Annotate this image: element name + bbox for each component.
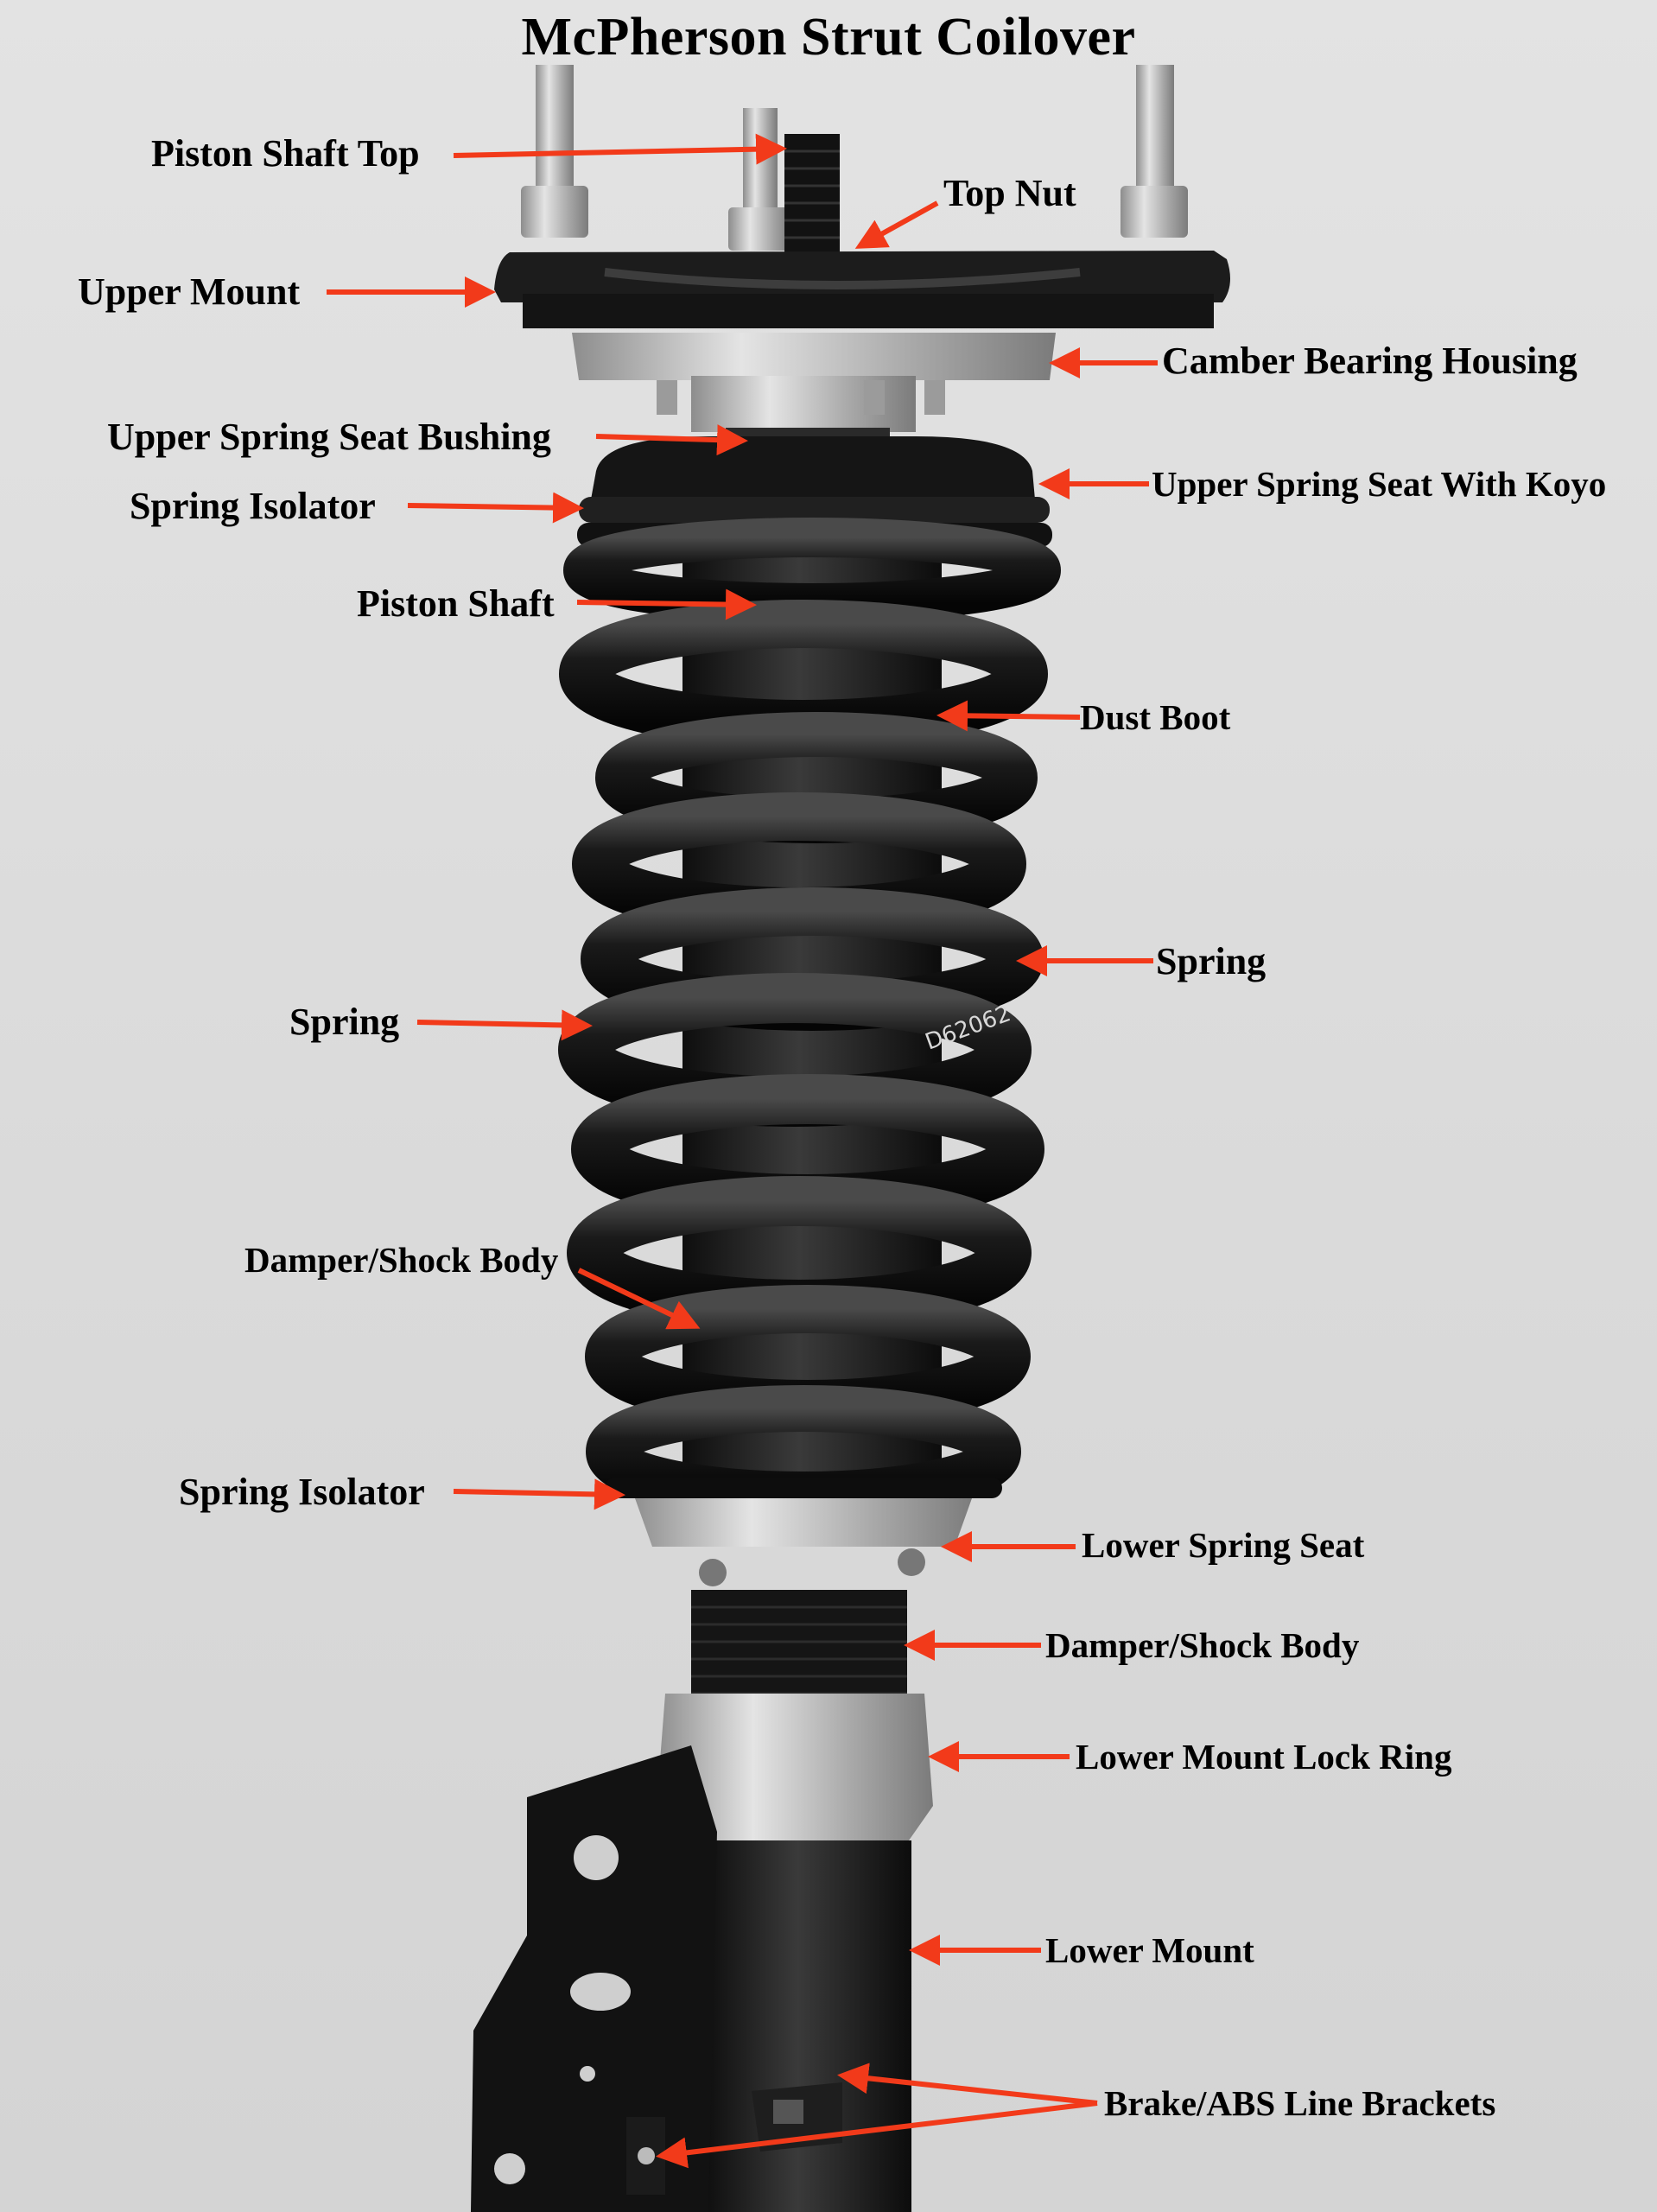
label-spring-isolator-upper: Spring Isolator [130,485,376,527]
label-damper-body-lower: Damper/Shock Body [1045,1625,1360,1665]
label-spring-isolator-lower: Spring Isolator [179,1471,425,1513]
label-upper-mount: Upper Mount [78,270,301,313]
lower-mount-bracket [471,1745,717,2212]
label-lower-mount-lock-ring: Lower Mount Lock Ring [1076,1737,1452,1777]
label-piston-shaft: Piston Shaft [357,582,555,625]
label-spring-left: Spring [289,1001,400,1043]
coil-spring [558,518,1061,1518]
label-top-nut: Top Nut [943,172,1076,214]
camber-bearing-housing [572,333,1056,432]
label-brake-abs-brackets: Brake/ABS Line Brackets [1104,2083,1496,2123]
lower-spring-seat [605,1478,1002,1586]
label-spring-right: Spring [1156,940,1267,982]
lower-mount-lock-ring [657,1694,933,1849]
label-piston-shaft-top: Piston Shaft Top [151,132,420,175]
lower-mount-tube [704,1840,911,2212]
label-damper-body-upper: Damper/Shock Body [244,1240,559,1280]
label-upper-spring-seat-bushing: Upper Spring Seat Bushing [107,416,551,458]
label-lower-spring-seat: Lower Spring Seat [1082,1525,1365,1565]
upper-mount-plate [494,251,1230,302]
upper-mount-studs [521,65,1188,251]
label-dust-boot: Dust Boot [1080,697,1231,737]
label-upper-spring-seat-koyo: Upper Spring Seat With Koyo [1152,464,1607,504]
diagram-title: McPherson Strut Coilover [521,8,1136,67]
label-lower-mount: Lower Mount [1045,1930,1254,1970]
callout-arrows [327,133,1158,2169]
piston-shaft-top [784,134,840,255]
label-camber-bearing-housing: Camber Bearing Housing [1162,340,1578,382]
